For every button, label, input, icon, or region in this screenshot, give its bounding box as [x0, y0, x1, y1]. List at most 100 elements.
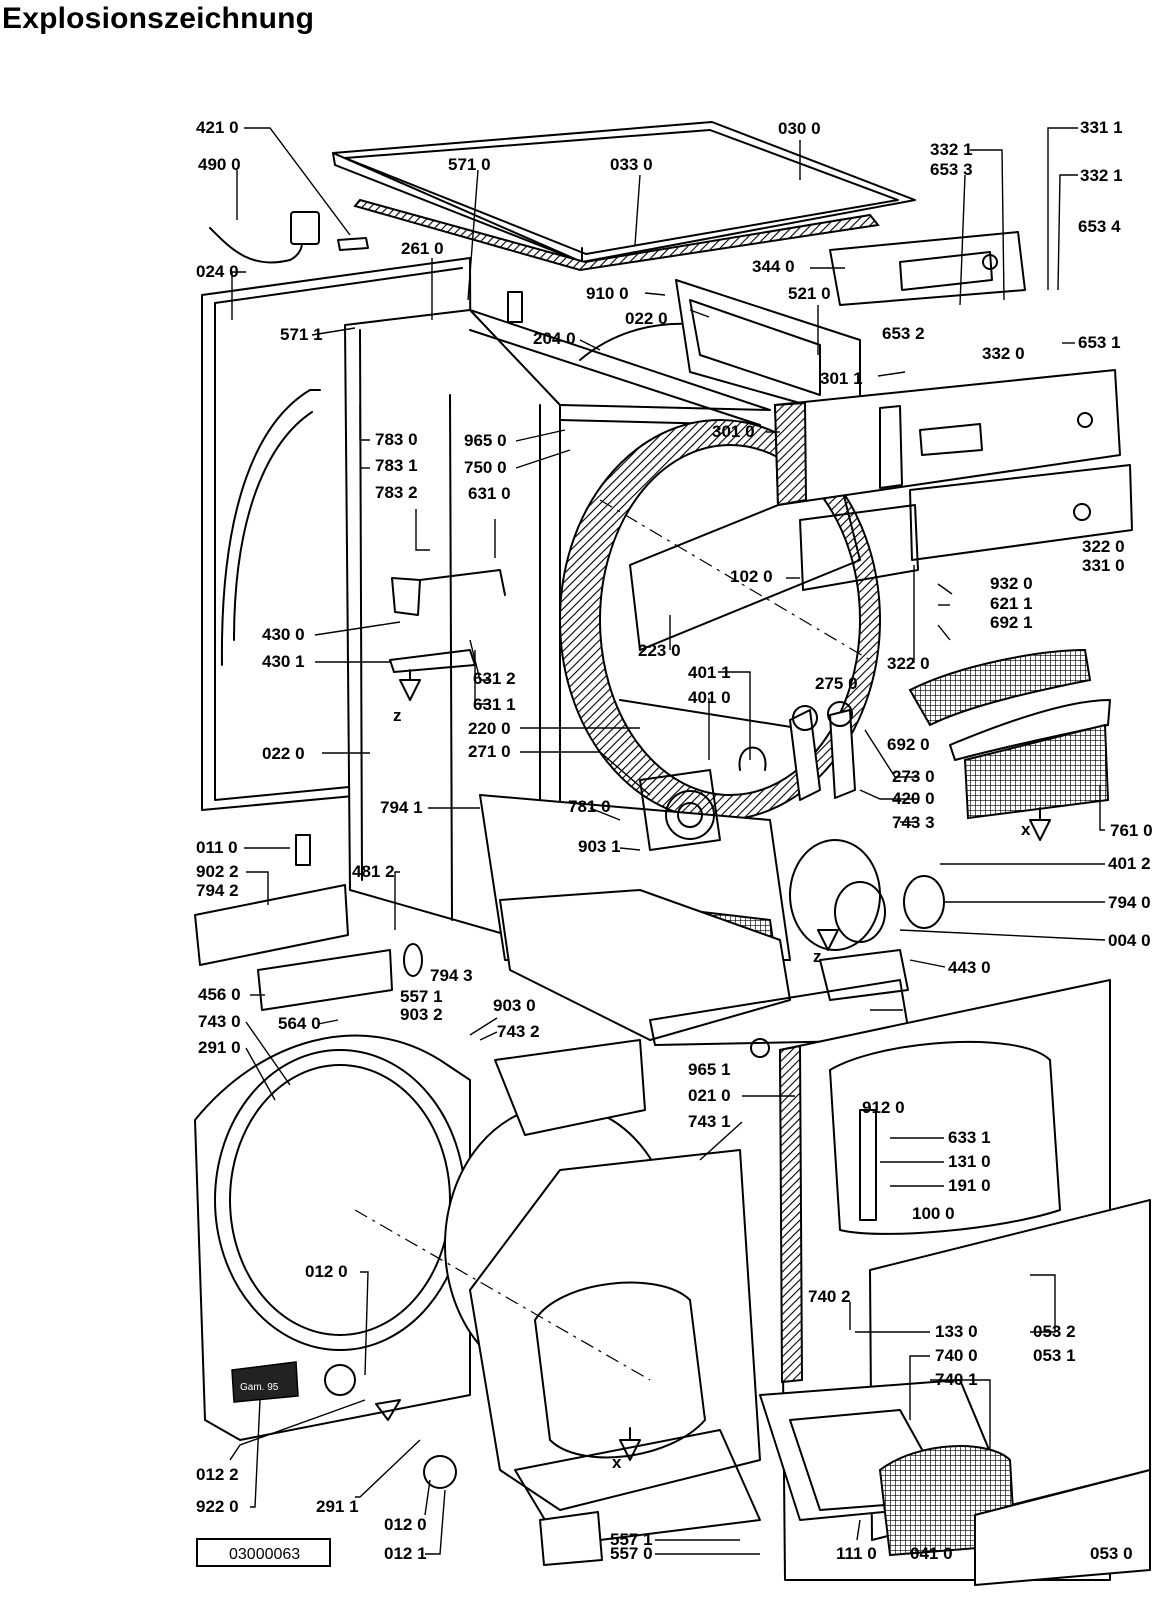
part-label: 430 1: [262, 652, 305, 671]
part-label: 633 1: [948, 1128, 991, 1147]
part-label: 490 0: [198, 155, 241, 174]
part-label: 794 0: [1108, 893, 1151, 912]
control-panel: [773, 369, 1121, 507]
part-label: 922 0: [196, 1497, 239, 1516]
part-label: 022 0: [262, 744, 305, 763]
part-label: 443 0: [948, 958, 991, 977]
part-label: 481 2: [352, 862, 395, 881]
part-label: 781 0: [568, 797, 611, 816]
part-label: 024 0: [196, 262, 239, 281]
document-number: 03000063: [229, 1546, 300, 1563]
part-label: 322 0: [1082, 537, 1125, 556]
idler-arms: [738, 701, 856, 801]
part-label: 903 0: [493, 996, 536, 1015]
part-label: 041 0: [910, 1544, 953, 1563]
part-label: 012 0: [305, 1262, 348, 1281]
part-label: 430 0: [262, 625, 305, 644]
part-label: 401 2: [1108, 854, 1151, 873]
part-label: 965 1: [688, 1060, 731, 1079]
part-label: 631 0: [468, 484, 511, 503]
part-label: 653 3: [930, 160, 973, 179]
part-label: 301 0: [712, 422, 755, 441]
marker-x-label: x: [1021, 820, 1031, 839]
part-label: 053 1: [1033, 1346, 1076, 1365]
small-parts: [194, 834, 945, 1566]
part-label: 631 1: [473, 695, 516, 714]
part-labels: 421 0 490 0 024 0 571 1 261 0 571 0 033 …: [196, 118, 1153, 1563]
part-label: 223 0: [638, 641, 681, 660]
part-label: 291 0: [198, 1038, 241, 1057]
part-label: 932 0: [990, 574, 1033, 593]
part-label: 456 0: [198, 985, 241, 1004]
part-label: 220 0: [468, 719, 511, 738]
program-panel: [799, 464, 1133, 591]
part-label: 783 2: [375, 483, 418, 502]
part-label: 131 0: [948, 1152, 991, 1171]
part-label: 322 0: [887, 654, 930, 673]
part-label: 204 0: [533, 329, 576, 348]
part-label: 743 3: [892, 813, 935, 832]
part-label: 275 0: [815, 674, 858, 693]
part-label: 100 0: [912, 1204, 955, 1223]
top-cover-seal: [353, 198, 880, 272]
part-label: 743 2: [497, 1022, 540, 1041]
part-label: 301 1: [820, 369, 863, 388]
part-label: 421 0: [196, 118, 239, 137]
part-label: 692 1: [990, 613, 1033, 632]
part-label: 004 0: [1108, 931, 1151, 950]
part-label: 557 1: [400, 987, 443, 1006]
part-label: 332 1: [1080, 166, 1123, 185]
part-label: 012 1: [384, 1544, 427, 1563]
part-label: 653 2: [882, 324, 925, 343]
part-label: 291 1: [316, 1497, 359, 1516]
marker-z-label: z: [393, 706, 402, 725]
filter-drawer: [759, 1379, 1151, 1586]
part-label: 902 2: [196, 862, 239, 881]
part-label: 261 0: [401, 239, 444, 258]
part-label: 271 0: [468, 742, 511, 761]
part-label: 012 2: [196, 1465, 239, 1484]
part-label: 965 0: [464, 431, 507, 450]
cable-left: [209, 211, 369, 264]
control-board: [829, 231, 1026, 306]
centre-lines: [354, 499, 871, 1381]
part-label: 783 0: [375, 430, 418, 449]
part-label: 033 0: [610, 155, 653, 174]
part-label: 331 0: [1082, 556, 1125, 575]
door-filter: [908, 648, 1111, 820]
marker-x-filter: x: [1021, 807, 1051, 841]
part-label: 022 0: [625, 309, 668, 328]
sheet-mark: Gam. 95: [240, 1382, 279, 1393]
part-label: 903 2: [400, 1005, 443, 1024]
part-label: 012 0: [384, 1515, 427, 1534]
part-label: 692 0: [887, 735, 930, 754]
part-label: 521 0: [788, 284, 831, 303]
part-label: 102 0: [730, 567, 773, 586]
part-label: 571 0: [448, 155, 491, 174]
page-title: Explosionszeichnung: [2, 2, 315, 35]
arrow-marker: [375, 1399, 401, 1421]
part-label: 191 0: [948, 1176, 991, 1195]
part-label: 653 4: [1078, 217, 1121, 236]
part-label: 420 0: [892, 789, 935, 808]
part-label: 740 2: [808, 1287, 851, 1306]
part-label: 331 1: [1080, 118, 1123, 137]
part-label: 743 1: [688, 1112, 731, 1131]
part-label: 740 1: [935, 1370, 978, 1389]
marker-z-label-2: z: [813, 947, 822, 966]
part-label: 332 0: [982, 344, 1025, 363]
part-label: 761 0: [1110, 821, 1153, 840]
marker-x-door: x: [612, 1427, 641, 1472]
part-label: 030 0: [778, 119, 821, 138]
part-label: 557 1: [610, 1530, 653, 1549]
top-cover: [332, 121, 916, 263]
leader-lines: [229, 127, 1106, 1555]
part-label: 910 0: [586, 284, 629, 303]
part-label: 743 0: [198, 1012, 241, 1031]
marker-z-lower: z: [813, 929, 839, 966]
part-label: 794 1: [380, 798, 423, 817]
part-label: 401 0: [688, 688, 731, 707]
part-label: 564 0: [278, 1014, 321, 1033]
part-label: 053 0: [1090, 1544, 1133, 1563]
